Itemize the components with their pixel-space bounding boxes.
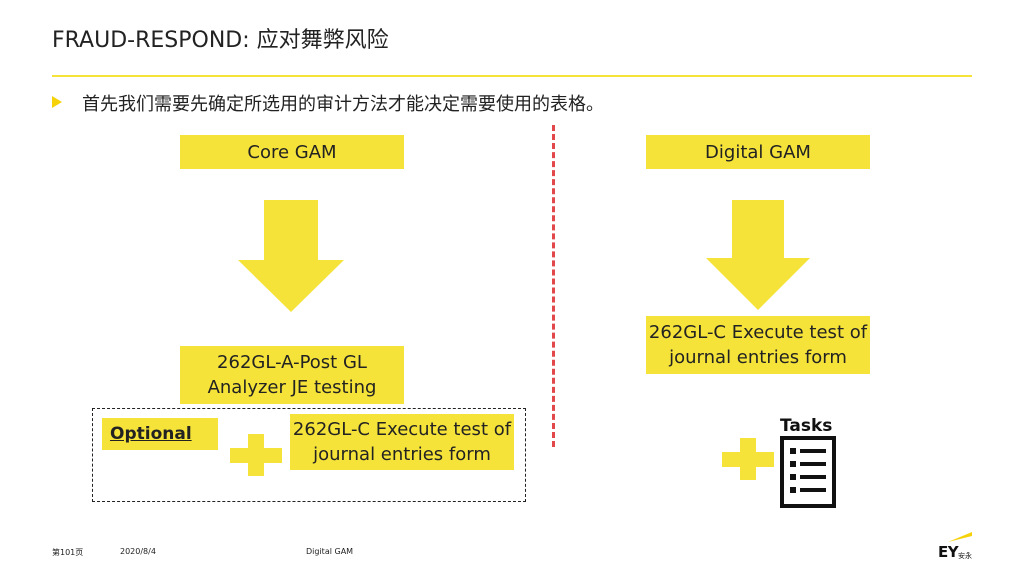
digital-gam-form-line1: 262GL-C Execute test of (648, 322, 868, 343)
optional-label: Optional (110, 423, 192, 444)
down-arrow-icon (238, 200, 344, 312)
footer-doc-title: Digital GAM (306, 547, 354, 556)
core-gam-form-box: 262GL-A-Post GL Analyzer JE testing (180, 346, 404, 404)
title-divider (52, 75, 972, 77)
ey-logo: EY (938, 543, 959, 561)
ey-logo-beam-icon (948, 532, 972, 542)
bullet-text: 首先我们需要先确定所选用的审计方法才能决定需要使用的表格。 (82, 94, 604, 115)
checklist-icon (780, 436, 836, 508)
digital-gam-form-box: 262GL-C Execute test of journal entries … (646, 316, 870, 374)
core-gam-header: Core GAM (180, 135, 404, 169)
bullet-arrow-icon (52, 96, 62, 108)
core-gam-form-line1: 262GL-A-Post GL (217, 352, 367, 373)
optional-form-box: 262GL-C Execute test of journal entries … (290, 414, 514, 470)
column-divider (552, 125, 555, 447)
footer-page-number: 第101页 (52, 548, 84, 557)
footer-date: 2020/8/4 (120, 547, 156, 556)
digital-gam-form-line2: journal entries form (669, 347, 847, 368)
core-gam-header-label: Core GAM (247, 141, 337, 163)
slide-title: FRAUD-RESPOND: 应对舞弊风险 (52, 28, 389, 53)
optional-form-line1: 262GL-C Execute test of (292, 419, 512, 440)
digital-gam-header-label: Digital GAM (705, 141, 811, 163)
ey-logo-subtext: 安永 (958, 552, 972, 560)
optional-form-line2: journal entries form (313, 444, 491, 465)
optional-section-frame (92, 408, 526, 502)
core-gam-form-line2: Analyzer JE testing (207, 377, 377, 398)
tasks-label: Tasks (780, 416, 833, 436)
digital-gam-header: Digital GAM (646, 135, 870, 169)
plus-icon (722, 438, 774, 480)
plus-icon (230, 434, 282, 476)
optional-label-box: Optional (102, 418, 218, 450)
down-arrow-icon (706, 200, 810, 310)
